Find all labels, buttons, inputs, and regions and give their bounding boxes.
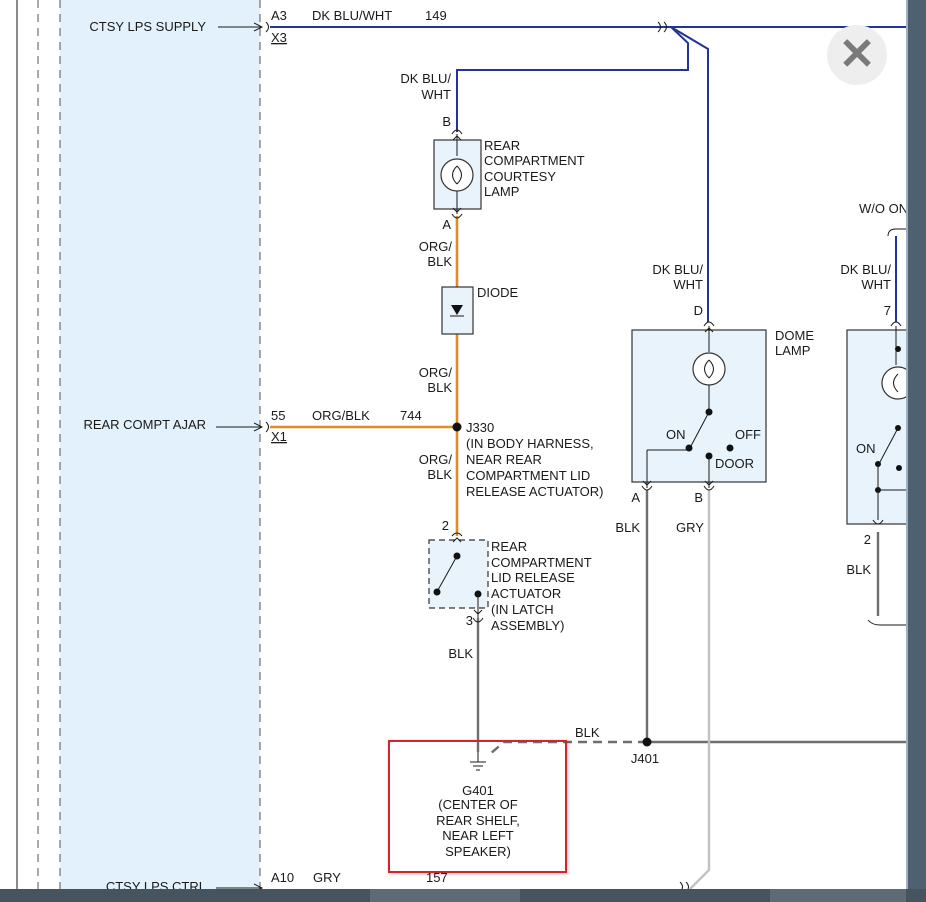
pin-7-right: 7 [884,303,891,318]
connector-55 [216,421,269,433]
close-icon: ✕ [838,30,876,79]
bottom-toolbar[interactable] [0,889,926,902]
wire-label-gry-dome: GRY [676,520,704,535]
toolbar-segment[interactable] [770,889,906,902]
dome-switch-off: OFF [735,427,761,442]
dome-switch-door: DOOR [715,456,754,471]
label-ctsy-lps-supply: CTSY LPS SUPPLY [89,19,206,34]
wire-label-org-1b: BLK [427,254,452,269]
wire-label-org-blk-horizontal: ORG/BLK [312,408,370,423]
pin-3-actuator: 3 [466,613,473,628]
label-wo-on: W/O ON [859,201,908,216]
lamp-title-2: COMPARTMENT [484,153,585,168]
j330-line-4: COMPARTMENT LID [466,468,590,483]
splice-j330 [452,422,462,432]
wire-label-org-2b: BLK [427,380,452,395]
partial-lamp-right [846,321,918,525]
g401-line-4: NEAR LEFT [442,828,514,843]
wire-label-dkblu-lamp-2: WHT [421,87,451,102]
toolbar-segment[interactable] [370,889,520,902]
wire-label-dkblu-dome-1: DK BLU/ [652,262,703,277]
wire-label-blk-j401: BLK [575,725,600,740]
label-j401: J401 [631,751,659,766]
wire-label-blk-right: BLK [846,562,871,577]
actuator-line-4: ACTUATOR [491,586,561,601]
j330-line-3: NEAR REAR [466,452,542,467]
wire-label-org-3a: ORG/ [419,452,453,467]
diode [441,286,474,335]
wire-label-org-2a: ORG/ [419,365,453,380]
pin-b-lamp: B [442,114,451,129]
wire-label-org-3b: BLK [427,467,452,482]
dome-switch-on: ON [666,427,686,442]
splice-j401 [642,737,652,747]
rear-compartment-courtesy-lamp [433,129,482,219]
pin-x1: X1 [271,429,287,444]
window-frame-highlight [906,0,908,902]
wire-label-dkblu-dome-2: WHT [673,277,703,292]
wire-label-blk-actuator: BLK [448,646,473,661]
dome-lamp [631,321,767,491]
pin-d-dome: D [694,303,703,318]
wire-label-dkblu-right-1: DK BLU/ [840,262,891,277]
highlight-box-g401 [388,740,567,873]
circuit-744: 744 [400,408,422,423]
label-diode: DIODE [477,285,519,300]
circuit-157: 157 [426,870,448,885]
wire-label-org-1a: ORG/ [419,239,453,254]
ground-g401-icon [470,752,486,771]
wire-label-blk-dome: BLK [615,520,640,535]
j330-line-5: RELEASE ACTUATOR) [466,484,604,499]
dome-title-1: DOME [775,328,814,343]
window-frame-edge [906,0,926,902]
lid-release-actuator [428,532,489,623]
lamp-title-4: LAMP [484,184,519,199]
connector-a3 [218,21,269,33]
label-rear-compt-ajar: REAR COMPT AJAR [83,417,206,432]
module-region [60,0,260,902]
lamp-title-1: REAR [484,138,520,153]
wire-dk-blu-wht-dome-feed [670,26,709,322]
lamp-title-3: COURTESY [484,169,556,184]
j330-line-1: J330 [466,420,494,435]
wire-label-gry-bottom: GRY [313,870,341,885]
pin-x3: X3 [271,30,287,45]
switch-on-right: ON [856,441,876,456]
actuator-line-3: LID RELEASE [491,570,575,585]
pin-a-dome: A [631,490,640,505]
wire-dk-blu-wht-lamp-feed [456,26,689,132]
g401-line-3: REAR SHELF, [436,813,520,828]
wire-label-dk-blu-wht-top: DK BLU/WHT [312,8,392,23]
g401-line-2: (CENTER OF [438,797,518,812]
pin-a3: A3 [271,8,287,23]
pin-55: 55 [271,408,285,423]
g401-line-1: G401 [462,783,494,798]
pin-a10: A10 [271,870,294,885]
wire-blk-j401-dashed [489,740,647,755]
pin-a-lamp: A [442,217,451,232]
pin-2-right: 2 [864,532,871,547]
close-button[interactable]: ✕ [827,25,887,85]
actuator-line-2: COMPARTMENT [491,555,592,570]
pin-2-actuator: 2 [442,518,449,533]
actuator-line-6: ASSEMBLY) [491,618,564,633]
g401-line-5: SPEAKER) [445,844,511,859]
actuator-line-1: REAR [491,539,527,554]
circuit-149: 149 [425,8,447,23]
pin-b-dome: B [694,490,703,505]
wire-label-dkblu-right-2: WHT [861,277,891,292]
wire-gry-dome-b [689,490,711,890]
dome-title-2: LAMP [775,343,810,358]
j330-line-2: (IN BODY HARNESS, [466,436,594,451]
wire-label-dkblu-lamp-1: DK BLU/ [400,71,451,86]
actuator-line-5: (IN LATCH [491,602,554,617]
